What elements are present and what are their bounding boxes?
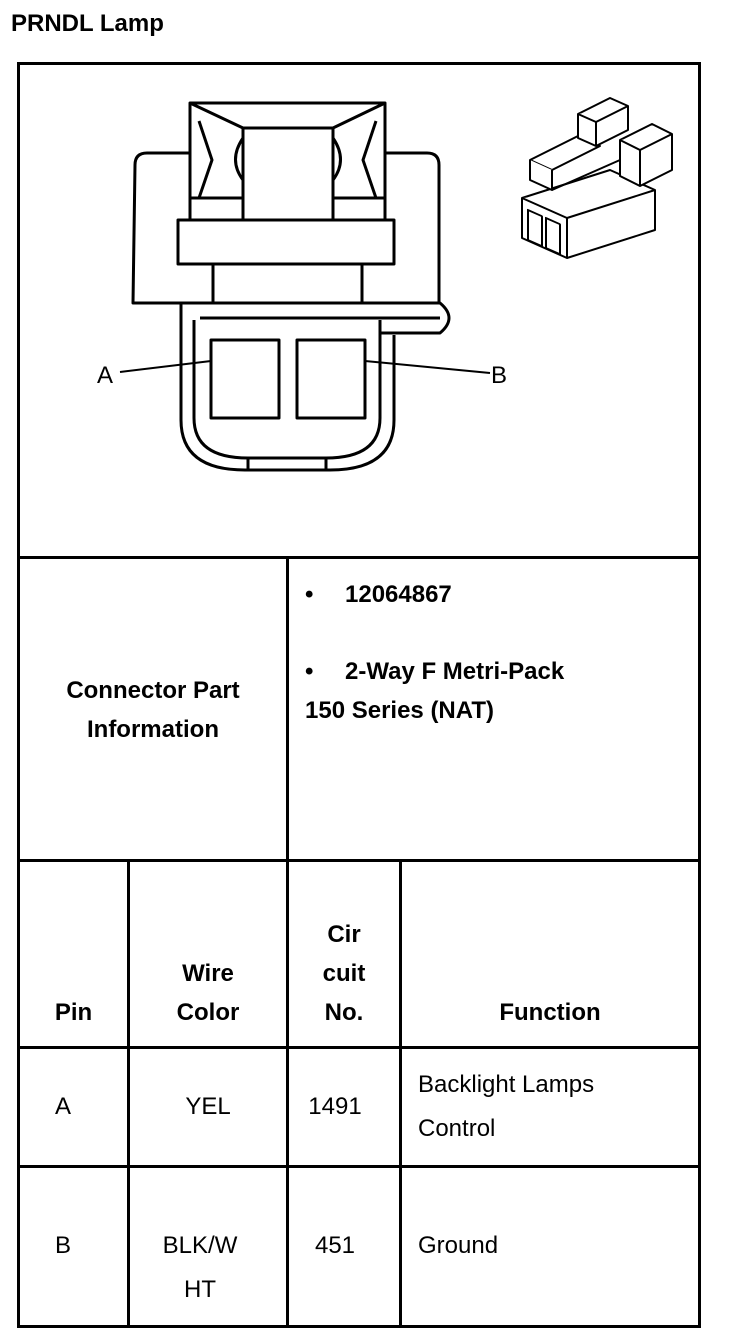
connector-info-label-line2: Information: [86, 716, 219, 743]
divider: [17, 1165, 701, 1168]
row-a-function: Backlight Lamps Control: [418, 1063, 594, 1151]
connector-table-frame: [17, 62, 701, 1328]
connector-info-label: Connector Part Information: [20, 560, 286, 860]
row-b-pin: B: [55, 1232, 72, 1259]
row-a-circuit: 1491: [308, 1093, 362, 1120]
divider: [127, 859, 130, 1328]
part-number: 12064867: [345, 581, 452, 608]
header-wire-color: Wire Color: [130, 954, 286, 1032]
header-function: Function: [499, 999, 601, 1026]
row-b-circuit: 451: [314, 1232, 356, 1259]
header-circuit: Cir cuit No.: [289, 915, 399, 1032]
divider: [399, 859, 402, 1328]
header-circuit-line2: cuit: [322, 960, 366, 987]
connector-description: 2-Way F Metri-Pack: [345, 658, 565, 685]
connector-description-cont: 150 Series (NAT): [305, 697, 494, 724]
header-pin: Pin: [54, 999, 93, 1026]
list-item: • 12064867: [305, 575, 494, 614]
header-circuit-line3: No.: [324, 999, 364, 1026]
divider: [17, 556, 701, 559]
header-wire-color-line2: Color: [176, 999, 240, 1026]
pin-label-a: A: [97, 362, 113, 389]
row-a-wire-color: YEL: [185, 1093, 231, 1120]
divider: [17, 1046, 701, 1049]
row-b-wire-color: BLK/W HT: [130, 1224, 270, 1312]
bullet-icon: •: [305, 581, 314, 608]
connector-info-label-line1: Connector Part: [66, 677, 240, 704]
row-a-function-line1: Backlight Lamps: [418, 1071, 595, 1098]
divider: [17, 859, 701, 862]
bullet-icon: •: [305, 658, 314, 685]
connector-info-list: • 12064867 • 2-Way F Metri-Pack 150 Seri…: [305, 575, 564, 730]
divider: [286, 556, 289, 1328]
row-a-function-line2: Control: [418, 1115, 496, 1142]
header-wire-color-line1: Wire: [182, 960, 234, 987]
row-a-pin: A: [55, 1093, 72, 1120]
list-item: • 2-Way F Metri-Pack: [305, 652, 564, 691]
pin-label-b: B: [491, 362, 507, 389]
page-title: PRNDL Lamp: [11, 10, 164, 37]
row-b-function: Ground: [418, 1232, 499, 1259]
row-b-wire-color-line1: BLK/W: [162, 1232, 238, 1259]
header-circuit-line1: Cir: [327, 921, 361, 948]
row-b-wire-color-line2: HT: [184, 1276, 216, 1303]
connector-face-diagram: A B: [97, 97, 673, 472]
